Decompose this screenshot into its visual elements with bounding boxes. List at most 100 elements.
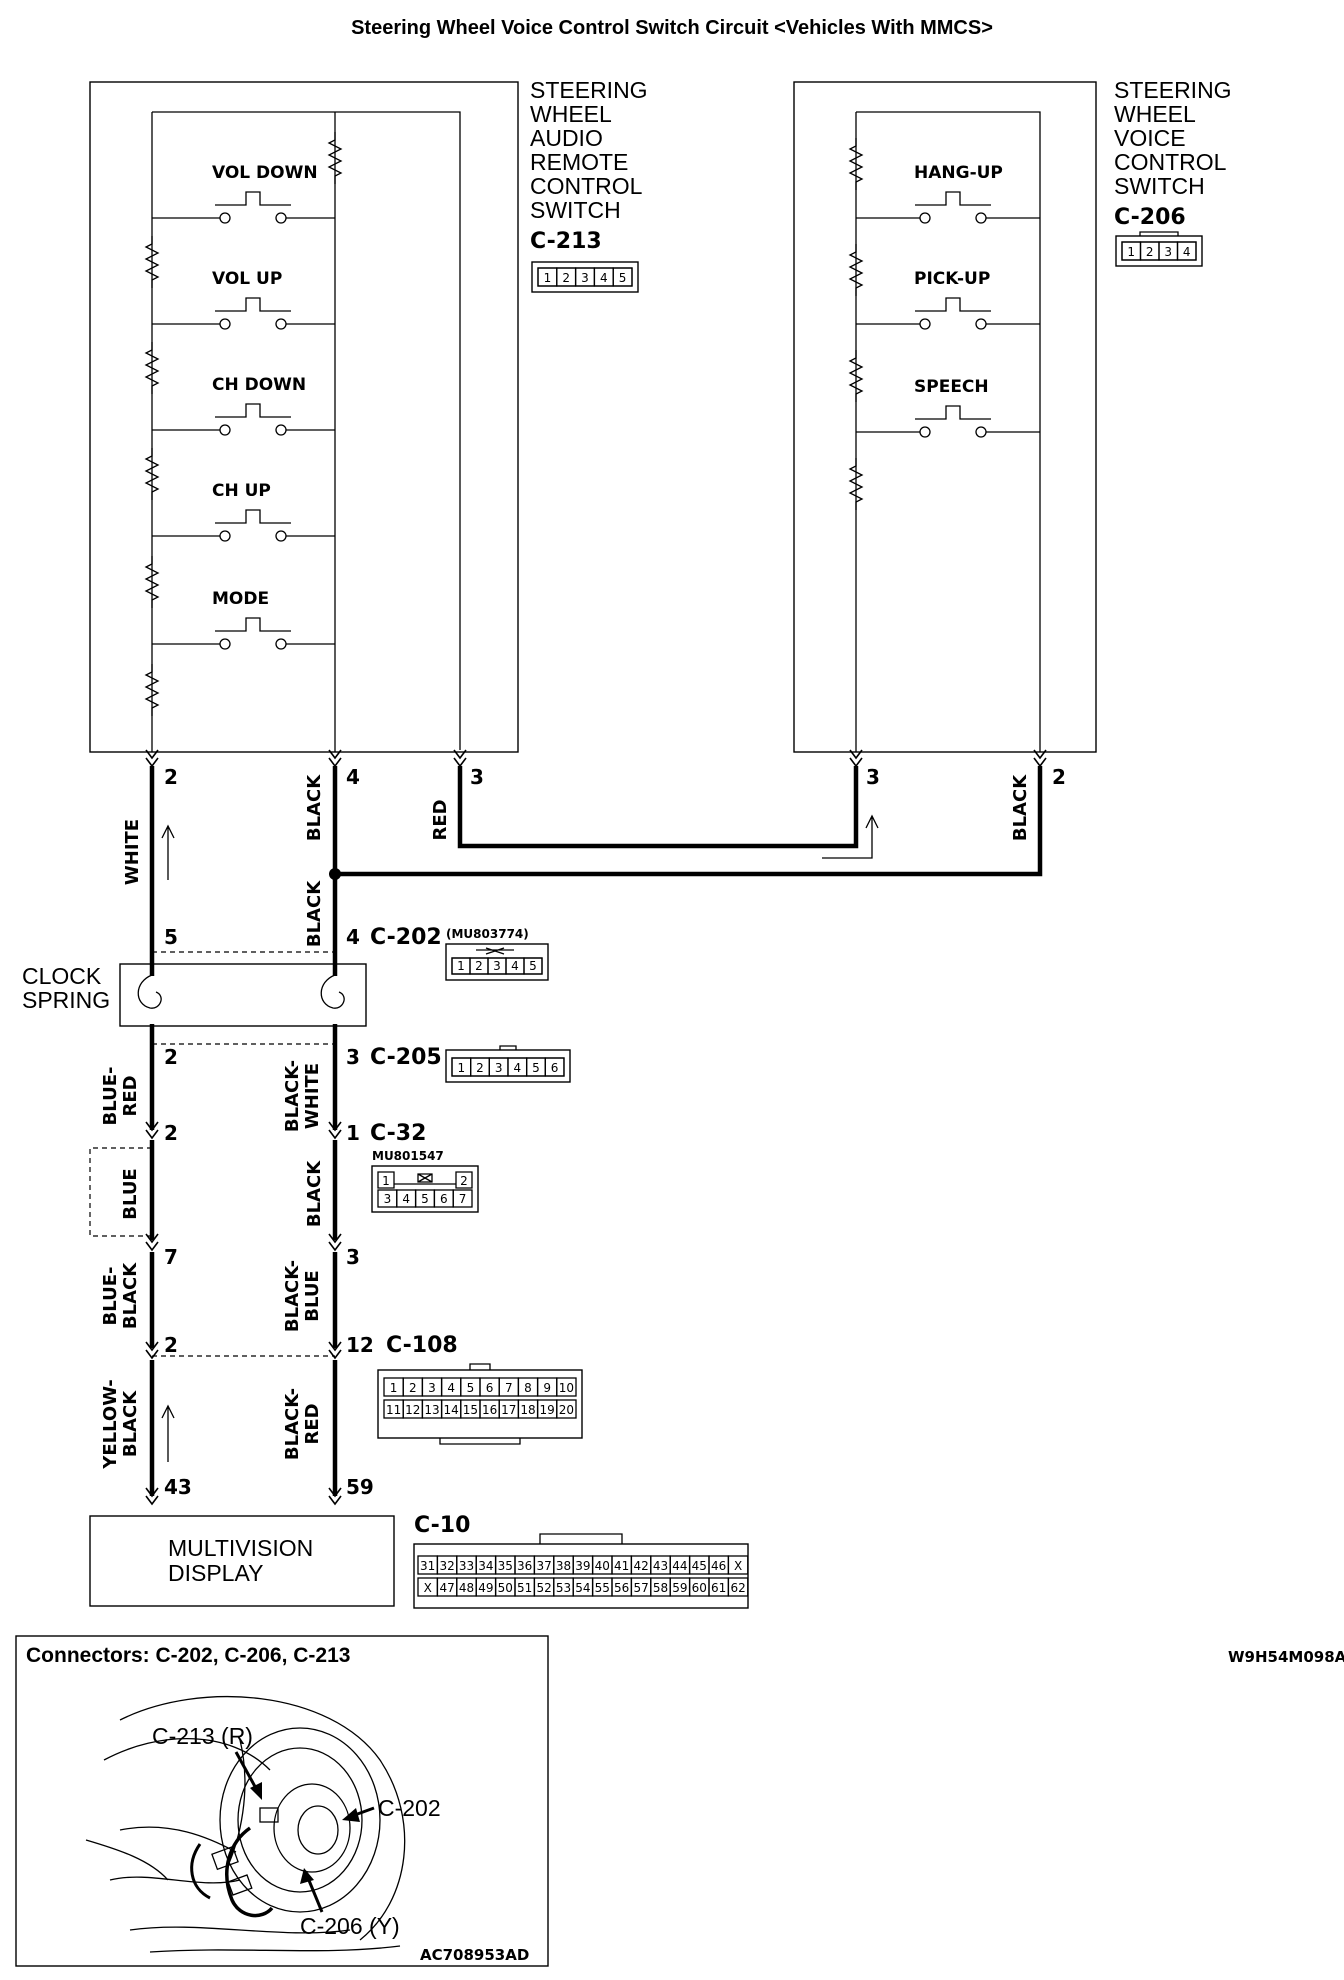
svg-text:BLACK: BLACK <box>120 1262 141 1329</box>
c10-row2-pin: 51 <box>517 1581 532 1595</box>
wire-label-white: WHITE <box>122 819 143 885</box>
location-label-c206: C-206 (Y) <box>300 1913 400 1939</box>
c10-row1-pin: 38 <box>556 1559 571 1573</box>
c10-row2-pin: 53 <box>556 1581 571 1595</box>
svg-text:2: 2 <box>460 1174 468 1188</box>
switch-vol-down: VOL DOWN <box>212 163 318 183</box>
c205-cell <box>544 1057 565 1077</box>
svg-text:BLACK-: BLACK- <box>282 1060 303 1132</box>
c108-row1-pin: 10 <box>559 1381 574 1395</box>
c205-pin: 3 <box>495 1061 503 1075</box>
svg-text:2: 2 <box>164 1045 178 1069</box>
c108-row1-pin: 9 <box>543 1381 551 1395</box>
c108-row2-pin: 17 <box>501 1403 516 1417</box>
svg-text:DISPLAY: DISPLAY <box>168 1560 263 1586</box>
svg-text:12: 12 <box>346 1333 374 1357</box>
c213-cell <box>612 267 633 287</box>
c108-row2-pin: 19 <box>540 1403 555 1417</box>
svg-text:7: 7 <box>164 1245 178 1269</box>
multivision-display: MULTIVISION DISPLAY <box>89 1515 395 1607</box>
voice-switch-contacts <box>856 191 1040 438</box>
svg-text:3: 3 <box>346 1245 360 1269</box>
c10-row1-pin: 45 <box>692 1559 707 1573</box>
c32-pin: 5 <box>421 1192 429 1206</box>
svg-text:WHEEL: WHEEL <box>1114 101 1196 127</box>
c10-row1-pin: 34 <box>478 1559 493 1573</box>
c10-row2-pin: 52 <box>536 1581 551 1595</box>
svg-text:(MU803774): (MU803774) <box>446 927 529 941</box>
c108-row2-pin: 14 <box>444 1403 459 1417</box>
svg-text:BLUE: BLUE <box>120 1168 141 1219</box>
c10-row1-pin: 42 <box>633 1559 648 1573</box>
svg-text:BLACK-: BLACK- <box>282 1388 303 1460</box>
svg-text:CONTROL: CONTROL <box>530 173 643 199</box>
c202-cell <box>523 957 543 975</box>
c108-row2-pin: 18 <box>520 1403 535 1417</box>
svg-text:STEERING: STEERING <box>530 77 648 103</box>
c10-row1-pin: 44 <box>672 1559 687 1573</box>
wire-label-red: RED <box>430 799 451 840</box>
c108-row2-pin: 13 <box>424 1403 439 1417</box>
wire-label-black-lower: BLACK <box>304 880 325 947</box>
svg-text:BLACK: BLACK <box>304 1160 325 1227</box>
c10-row1-pin: 36 <box>517 1559 532 1573</box>
svg-text:2: 2 <box>164 765 178 789</box>
svg-text:RED: RED <box>120 1075 141 1116</box>
c10-row1-pin: 40 <box>595 1559 610 1573</box>
svg-text:BLUE-: BLUE- <box>100 1067 121 1126</box>
c10-row2-pin: 54 <box>575 1581 590 1595</box>
c108-row1-pin: 2 <box>409 1381 417 1395</box>
terminal-numbers: 2 4 3 3 2 5 4 2 3 2 1 7 3 2 12 43 59 <box>164 765 1066 1499</box>
svg-text:SPRING: SPRING <box>22 987 110 1013</box>
c10-row2-pin: 50 <box>498 1581 513 1595</box>
svg-text:5: 5 <box>164 925 178 949</box>
c202-pin: 4 <box>511 959 519 973</box>
svg-text:RED: RED <box>302 1403 323 1444</box>
svg-text:WHEEL: WHEEL <box>530 101 612 127</box>
svg-text:STEERING: STEERING <box>1114 77 1232 103</box>
svg-text:SWITCH: SWITCH <box>530 197 621 223</box>
c108-row2-pin: 20 <box>559 1403 574 1417</box>
svg-text:2: 2 <box>164 1121 178 1145</box>
c10-row2-pin: 62 <box>730 1581 745 1595</box>
svg-text:1: 1 <box>346 1121 360 1145</box>
c108-row1-pin: 6 <box>486 1381 494 1395</box>
c10-row1-pin: 39 <box>575 1559 590 1573</box>
svg-text:C-205: C-205 <box>370 1045 442 1070</box>
c202-pin: 1 <box>457 959 465 973</box>
c10-row2-pin: 55 <box>595 1581 610 1595</box>
c10-row1-pin: 35 <box>498 1559 513 1573</box>
c10-row2-pin: 56 <box>614 1581 629 1595</box>
audio-switch-contacts <box>152 191 335 650</box>
diagram-title: Steering Wheel Voice Control Switch Circ… <box>351 17 993 39</box>
c10-row2-pin: 58 <box>653 1581 668 1595</box>
c10-row1-pin: 33 <box>459 1559 474 1573</box>
svg-text:CONTROL: CONTROL <box>1114 149 1227 175</box>
svg-text:BLACK-: BLACK- <box>282 1260 303 1332</box>
c10-row2-pin: 48 <box>459 1581 474 1595</box>
connector-c213-label: C-213 <box>530 229 602 254</box>
c10-row1-pin: 46 <box>711 1559 726 1573</box>
switch-ch-up: CH UP <box>212 481 271 501</box>
svg-text:2: 2 <box>164 1333 178 1357</box>
wire-label-black-upper: BLACK <box>304 774 325 841</box>
c108-row1-pin: 3 <box>428 1381 436 1395</box>
svg-text:AUDIO: AUDIO <box>530 125 603 151</box>
c206-pin: 4 <box>1183 245 1191 259</box>
c10-row1-pin: 32 <box>439 1559 454 1573</box>
svg-text:SWITCH: SWITCH <box>1114 173 1205 199</box>
switch-mode: MODE <box>212 589 269 609</box>
c10-row1-pin: 37 <box>536 1559 551 1573</box>
connector-location-inset: Connectors: C-202, C-206, C-213 C-213 (R… <box>15 1635 549 1967</box>
c213-pin: 3 <box>581 271 589 285</box>
voice-switch-unit: HANG-UP PICK-UP SPEECH STEERING WHEEL VO… <box>793 77 1232 753</box>
c205-pin: 2 <box>476 1061 484 1075</box>
svg-text:MU801547: MU801547 <box>372 1149 444 1163</box>
c10-row2-cell <box>727 1577 749 1597</box>
svg-text:C-202: C-202 <box>370 925 442 950</box>
svg-text:2: 2 <box>1052 765 1066 789</box>
c202-pin: 5 <box>529 959 537 973</box>
svg-text:BLUE: BLUE <box>302 1270 323 1321</box>
